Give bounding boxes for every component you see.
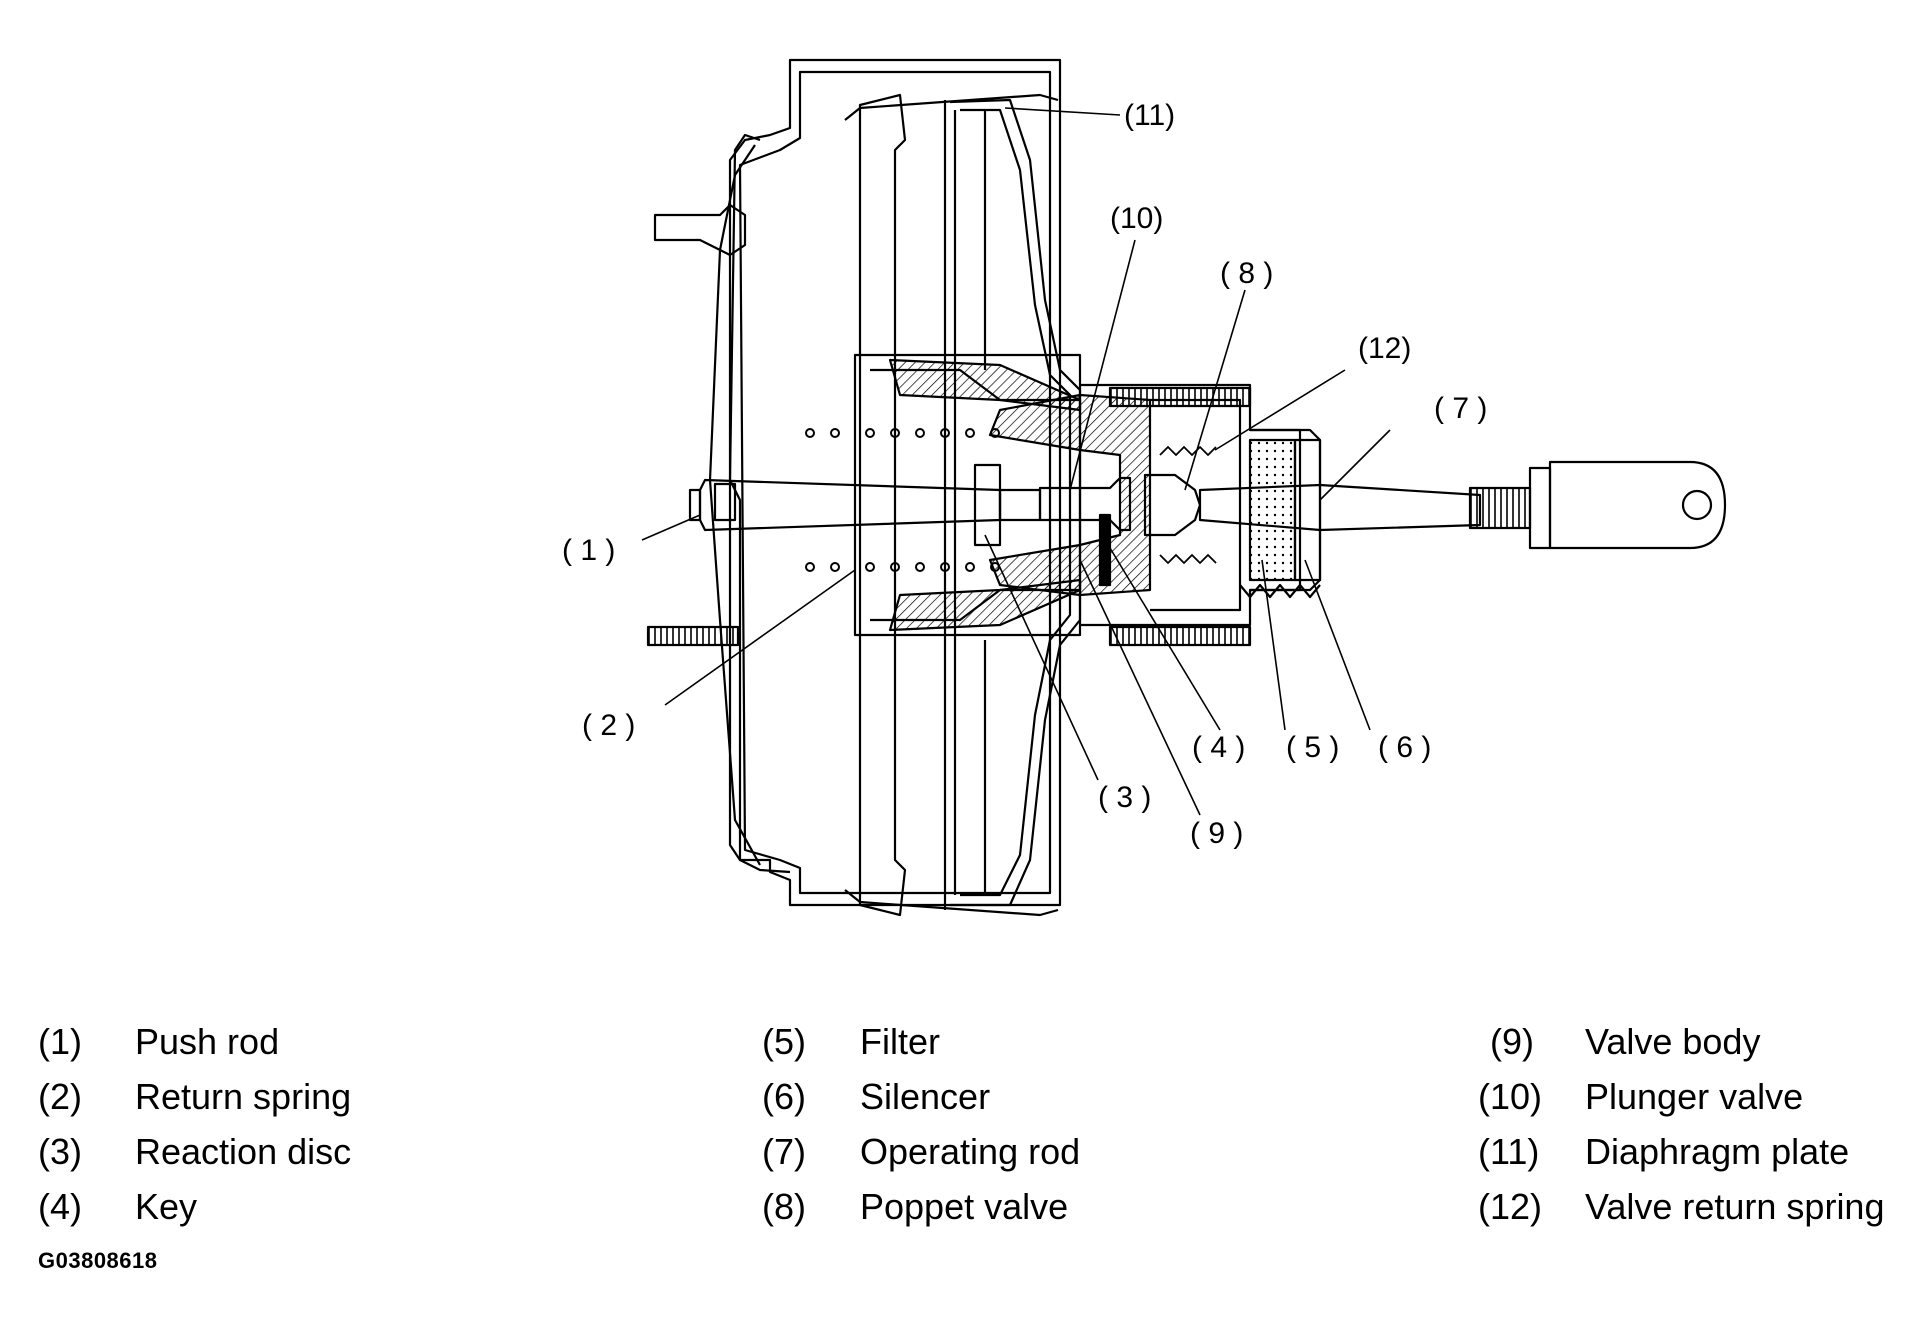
legend-num-6: (6) [762,1076,806,1117]
callout-1: ( 1 ) [562,534,615,567]
legend-num-4: (4) [38,1186,82,1227]
callout-4: ( 4 ) [1192,731,1245,764]
callout-11: (11) [1124,99,1175,132]
legend-num-1: (1) [38,1021,82,1062]
legend-name-12: Valve return spring [1585,1186,1885,1227]
legend-num-5: (5) [762,1021,806,1062]
hub [853,353,1082,637]
legend-num-9: (9) [1490,1021,1534,1062]
legend-name-4: Key [135,1186,198,1227]
bracket [653,203,747,257]
valve-return-spring [1159,446,1217,564]
front-stud-lower [646,625,740,647]
legend-num-2: (2) [38,1076,82,1117]
callout-7: ( 7 ) [1434,392,1487,425]
left-cover [728,133,791,874]
legend-name-5: Filter [860,1021,940,1062]
legend-name-1: Push rod [135,1021,280,1062]
legend-name-7: Operating rod [860,1131,1081,1172]
operating-rod [1198,483,1482,532]
legend-num-11: (11) [1478,1131,1540,1172]
legend-name-8: Poppet valve [860,1186,1069,1227]
callouts: ( 1 ) ( 2 ) ( 3 ) ( 4 ) ( 5 ) ( 6 ) ( 7 … [562,99,1487,850]
rear-shell-left [858,93,907,917]
callout-5: ( 5 ) [1286,731,1339,764]
legend-name-3: Reaction disc [135,1131,352,1172]
legend-num-8: (8) [762,1186,806,1227]
rear-stud-upper [1108,386,1252,408]
callout-12: (12) [1358,332,1411,365]
front-shell-inner [738,70,1052,895]
key [1098,513,1112,587]
legend-num-10: (10) [1478,1076,1543,1117]
callout-2: ( 2 ) [582,709,635,742]
callout-10: (10) [1110,202,1163,235]
legend-num-7: (7) [762,1131,806,1172]
poppet-valve [1143,473,1202,537]
filter [1248,438,1297,582]
legend-name-2: Return spring [135,1076,352,1117]
plunger-valve [1038,476,1132,532]
callout-9: ( 9 ) [1190,817,1243,850]
legend-num-12: (12) [1478,1186,1543,1227]
front-shell [728,58,1062,907]
callout-6: ( 6 ) [1378,731,1431,764]
legend-name-6: Silencer [860,1076,991,1117]
silencer [1293,438,1322,582]
clevis [1548,460,1727,550]
legend-num-3: (3) [38,1131,82,1172]
legend-name-10: Plunger valve [1585,1076,1804,1117]
return-spring [805,428,1000,572]
legend-name-9: Valve body [1585,1021,1761,1062]
reaction-disc [973,463,1002,547]
callout-8: ( 8 ) [1220,257,1273,290]
figure-code: G03808618 [38,1248,158,1273]
rear-stud-lower [1108,625,1252,647]
booster-drawing [646,58,1727,917]
leader-lines [641,107,1391,816]
legend-name-11: Diaphragm plate [1585,1131,1850,1172]
callout-3: ( 3 ) [1098,781,1151,814]
